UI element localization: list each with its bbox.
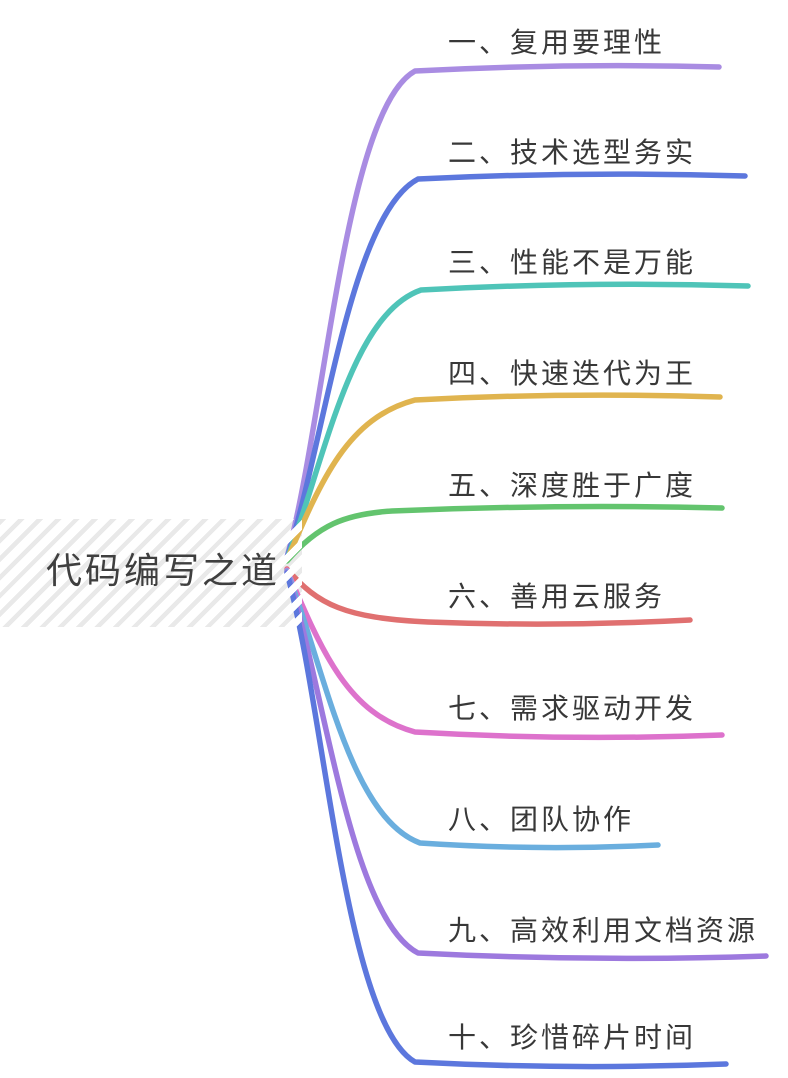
branch-label-7: 七、需求驱动开发 [448,692,697,725]
branch-node-8[interactable]: 八、团队协作 [448,803,634,837]
branch-connector-8 [284,568,661,851]
central-topic-node[interactable]: 代码编写之道 [46,542,280,594]
branch-connector-9 [284,569,769,962]
branch-connector-10 [284,570,729,1070]
branch-label-3: 三、性能不是万能 [448,246,697,279]
branch-node-4[interactable]: 四、快速迭代为王 [448,357,696,391]
branch-connector-2 [284,171,748,561]
branch-label-6: 六、善用云服务 [448,580,666,613]
central-topic-label: 代码编写之道 [46,551,281,592]
branch-connector-6 [284,566,693,627]
branch-label-5: 五、深度胜于广度 [448,469,697,502]
branch-node-10[interactable]: 十、珍惜碎片时间 [448,1021,696,1055]
branch-node-5[interactable]: 五、深度胜于广度 [448,469,696,503]
branch-connector-5 [284,503,725,564]
branch-node-2[interactable]: 二、技术选型务实 [448,136,696,170]
branch-label-9: 九、高效利用文档资源 [448,914,759,947]
branch-connector-4 [284,392,723,563]
branch-connector-3 [284,281,751,562]
branch-node-9[interactable]: 九、高效利用文档资源 [448,914,758,948]
branch-node-1[interactable]: 一、复用要理性 [448,26,665,60]
branch-node-3[interactable]: 三、性能不是万能 [448,246,696,280]
branch-label-4: 四、快速迭代为王 [448,357,697,390]
branch-label-10: 十、珍惜碎片时间 [448,1021,697,1054]
branch-connector-1 [284,62,722,560]
branch-node-6[interactable]: 六、善用云服务 [448,580,665,614]
branch-label-2: 二、技术选型务实 [448,136,697,169]
branch-connector-7 [284,567,725,741]
branch-label-8: 八、团队协作 [448,803,635,836]
branch-node-7[interactable]: 七、需求驱动开发 [448,692,696,726]
branch-label-1: 一、复用要理性 [448,26,666,59]
